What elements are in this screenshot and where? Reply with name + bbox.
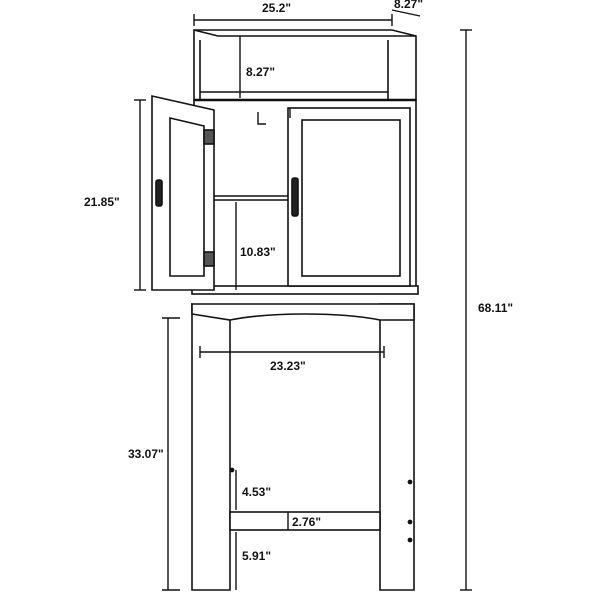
left-door-inset [169, 116, 205, 277]
label-inner-width: 23.23" [270, 359, 306, 373]
left-door-panel [151, 94, 215, 291]
dim-line-top-depth [391, 9, 421, 17]
left-door-hinge-bottom [203, 251, 215, 267]
label-cabinet-height: 21.85" [84, 195, 120, 209]
label-total-height: 68.11" [478, 301, 513, 315]
label-bar-height: 2.76" [292, 515, 321, 529]
screw-hole [407, 537, 413, 543]
top-shelf-outline [193, 29, 417, 101]
label-bar-clearance: 5.91" [242, 549, 271, 563]
screw-hole [407, 479, 413, 485]
left-door-hinge-top [203, 129, 215, 145]
label-bar-gap: 4.53" [242, 485, 271, 499]
right-door-panel [287, 107, 411, 287]
top-beam [191, 303, 415, 321]
hook-left [257, 112, 266, 125]
right-leg [379, 303, 415, 591]
left-leg [191, 302, 231, 591]
lower-frame [191, 302, 415, 591]
cabinet-base [191, 285, 419, 295]
left-door-open [151, 94, 215, 291]
label-inner-shelf-height: 10.83" [240, 245, 276, 259]
screw-hole [229, 467, 235, 473]
dimension-lines [134, 9, 472, 591]
label-shelf-height: 8.27" [246, 65, 275, 79]
top-shelf-box [193, 29, 417, 101]
top-edge-left [193, 29, 219, 37]
right-door [287, 107, 411, 287]
label-top-depth: 8.27" [394, 0, 423, 11]
right-door-handle [291, 177, 299, 217]
screw-hole [407, 519, 413, 525]
label-top-width: 25.2" [262, 1, 291, 15]
left-door-handle [155, 179, 163, 207]
label-frame-height: 33.07" [128, 447, 164, 461]
cross-bar [229, 511, 381, 531]
right-door-inset [301, 119, 401, 277]
cabinet-hooks [257, 108, 291, 125]
